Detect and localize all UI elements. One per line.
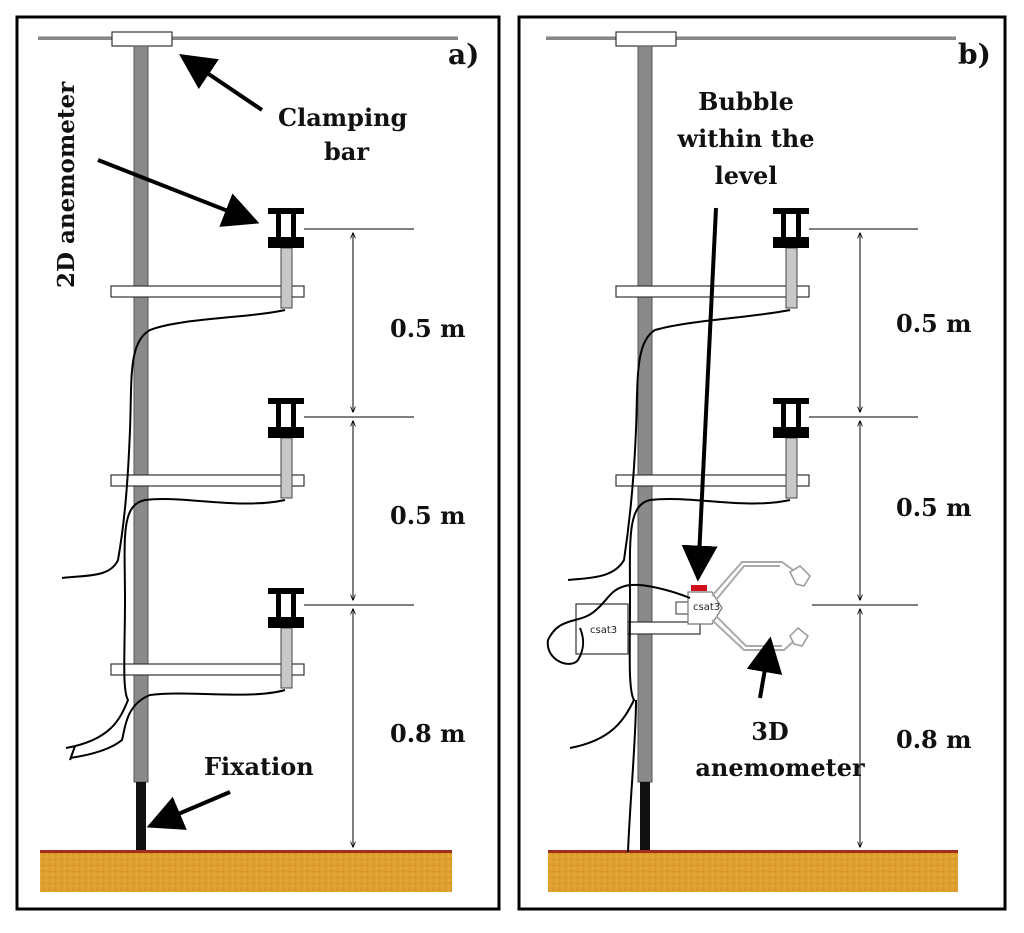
sensor-post — [785, 247, 798, 309]
panel-b-dim-label-3: 0.8 m — [896, 725, 972, 754]
boom — [110, 474, 305, 487]
bubble-arrow — [681, 207, 718, 582]
csat3-head-label: csat3 — [693, 602, 720, 613]
panel-b-cables — [546, 309, 791, 853]
clamping-bar-label-line2: bar — [324, 137, 369, 166]
boom — [110, 285, 305, 298]
anemometer-2d-label: 2D anemometer — [53, 81, 80, 288]
level-block — [675, 601, 689, 615]
panel-b-clamp — [615, 31, 677, 47]
boom — [627, 621, 701, 635]
panel-b-sensor-3d: csat3 csat3 — [575, 561, 811, 655]
anemometer-3d-label-line2: anemometer — [695, 753, 865, 782]
csat3-box-label: csat3 — [590, 625, 617, 636]
panel-a-frame — [15, 15, 501, 911]
bubble-level-indicator — [691, 585, 707, 591]
panel-a-dim-label-1: 0.5 m — [390, 314, 466, 343]
anemometer-2d-head — [268, 427, 304, 438]
panel-b-letter: b) — [958, 38, 991, 71]
sensor-post — [280, 627, 293, 689]
panel-b-mast — [637, 45, 653, 783]
boom — [110, 663, 305, 676]
panel-a-dim-label-3: 0.8 m — [390, 719, 466, 748]
anemometer-2d-head — [268, 617, 304, 628]
anemometer-2d-arrow — [97, 158, 260, 227]
sensor-post — [785, 437, 798, 499]
boom — [615, 474, 810, 487]
panel-a-ground — [40, 852, 452, 892]
panel-b-ground — [548, 852, 958, 892]
panel-a-sensor-2 — [110, 398, 305, 499]
anemometer-2d-head — [268, 237, 304, 248]
panel-a-mast-base — [136, 782, 146, 854]
sensor-post — [280, 437, 293, 499]
panel-b-dim-label-1: 0.5 m — [896, 309, 972, 338]
fixation-label: Fixation — [204, 752, 314, 781]
panel-a-dim-label-2: 0.5 m — [390, 501, 466, 530]
csat3-electronics-box — [575, 603, 629, 655]
panel-b: csat3 csat3 — [517, 15, 1007, 911]
csat3-transducers — [789, 565, 811, 647]
clamping-bar-arrow — [179, 53, 264, 112]
anemometer-2d-head — [773, 427, 809, 438]
anemometer-3d-label-line1: 3D — [751, 717, 789, 746]
panel-b-sensor-2 — [615, 398, 810, 499]
panel-a: 0.5 m 0.5 m 0.8 m a) Clamping bar 2D ane… — [15, 15, 501, 911]
anemometer-3d-arrow — [746, 636, 783, 699]
panel-a-cables — [61, 309, 286, 761]
anemometer-2d-head — [773, 237, 809, 248]
panel-a-sensor-3 — [110, 588, 305, 689]
panel-b-mast-base — [640, 782, 650, 854]
panel-a-sensor-1 — [110, 208, 305, 309]
clamping-bar-label-line1: Clamping — [278, 103, 408, 132]
fixation-arrow — [146, 790, 231, 830]
panel-b-dimensions — [809, 228, 918, 847]
bubble-label-line3: level — [715, 161, 778, 190]
panel-a-clamp — [111, 31, 173, 47]
panel-a-dimensions — [304, 228, 414, 847]
bubble-label-line2: within the — [676, 124, 814, 153]
panel-a-letter: a) — [448, 38, 479, 71]
panel-b-frame — [517, 15, 1007, 911]
bubble-label-line1: Bubble — [698, 87, 794, 116]
panel-b-dim-label-2: 0.5 m — [896, 493, 972, 522]
sensor-post — [280, 247, 293, 309]
